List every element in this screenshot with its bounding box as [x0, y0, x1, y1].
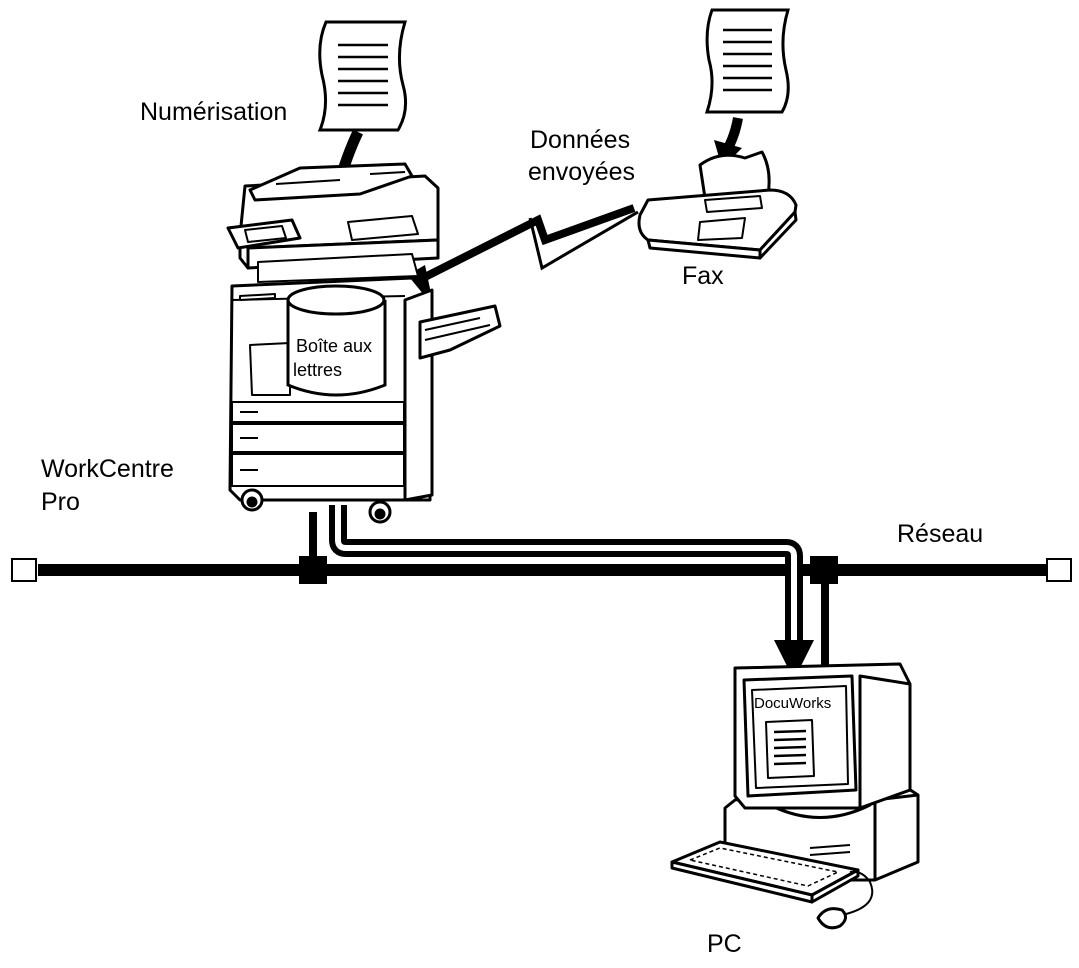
fax-document-icon	[704, 8, 791, 114]
device-network-connector	[299, 556, 327, 584]
mailbox-label-line1: Boîte aux	[296, 336, 373, 356]
scanned-document-icon	[317, 20, 408, 132]
sent-data-label-line2: envoyées	[528, 158, 636, 186]
device-label-line1: WorkCentre	[41, 455, 174, 483]
pc-label: PC	[707, 930, 742, 958]
network-terminator-right	[1046, 558, 1072, 582]
network-label: Réseau	[897, 520, 984, 548]
mailbox-cylinder	[286, 284, 387, 397]
data-flow-arrow-to-pc	[329, 505, 814, 680]
pc-computer	[670, 662, 920, 930]
sent-data-label-line1: Données	[530, 126, 631, 154]
mailbox-label-line2: lettres	[293, 360, 343, 380]
fax-machine	[637, 150, 798, 260]
network-terminator-left	[11, 558, 37, 582]
fax-label: Fax	[682, 262, 724, 290]
pc-network-connector	[810, 556, 838, 584]
docuworks-label: DocuWorks	[754, 695, 832, 712]
scan-label: Numérisation	[140, 98, 288, 126]
device-label-line2: Pro	[41, 488, 80, 516]
